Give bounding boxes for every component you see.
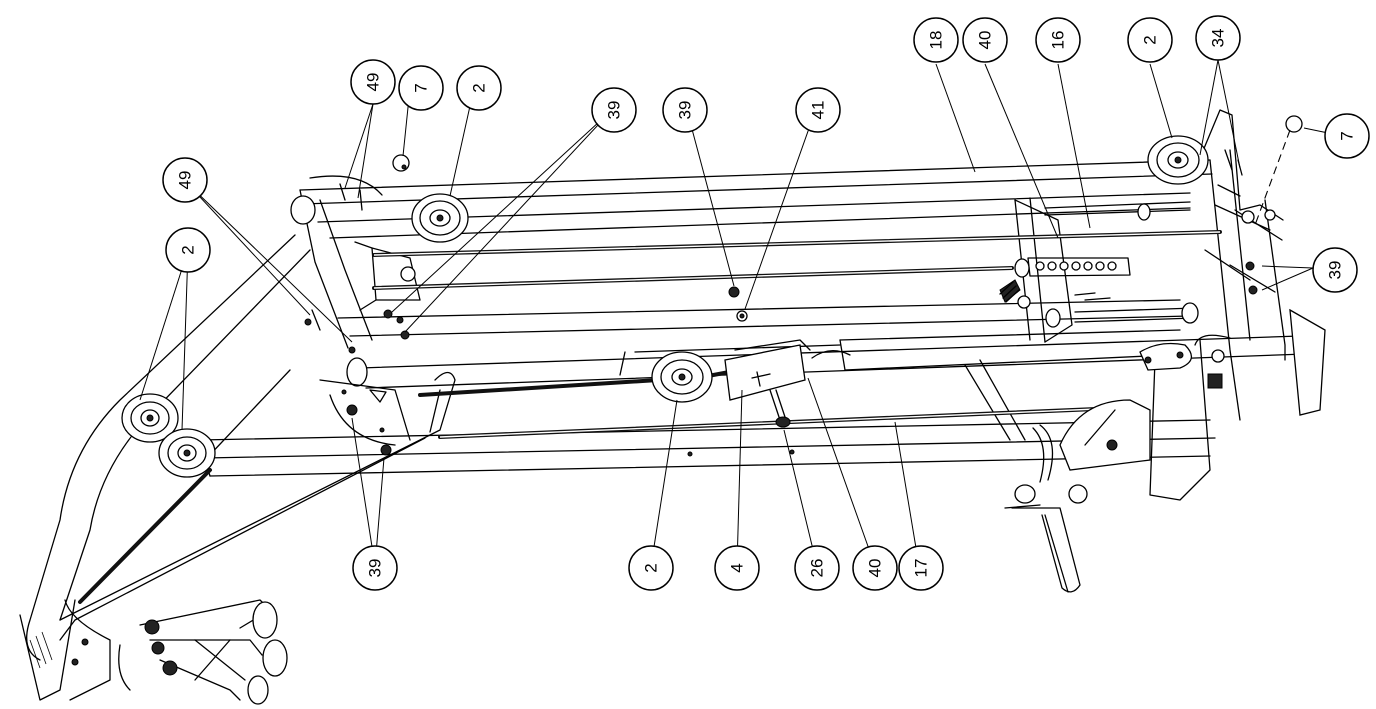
pulley-middle: [651, 351, 713, 403]
pulley-left-upper: [121, 393, 179, 443]
callout-39-top-mid: 39: [662, 87, 708, 133]
svg-text:39: 39: [676, 101, 695, 120]
svg-text:49: 49: [176, 171, 195, 190]
svg-text:40: 40: [976, 31, 995, 50]
callout-39-right: 39: [1312, 247, 1358, 293]
pulley-top-right: [1147, 135, 1209, 185]
callout-39-top-left: 39: [591, 87, 637, 133]
svg-text:7: 7: [412, 83, 431, 92]
callout-49-left: 49: [162, 157, 208, 203]
handles: [71, 424, 1088, 705]
svg-text:41: 41: [809, 101, 828, 120]
callout-2-top-right: 2: [1127, 17, 1173, 63]
svg-text:39: 39: [1326, 261, 1345, 280]
svg-text:4: 4: [728, 563, 747, 572]
svg-text:26: 26: [808, 559, 827, 578]
callout-16: 16: [1035, 17, 1081, 63]
svg-text:2: 2: [1141, 35, 1160, 44]
pulley-top-left: [411, 193, 469, 243]
svg-text:2: 2: [470, 83, 489, 92]
callout-7-right: 7: [1324, 113, 1370, 159]
weight-selector-carriage: [354, 197, 1199, 343]
svg-text:39: 39: [366, 559, 385, 578]
callout-39-bottom: 39: [352, 545, 398, 591]
boom-arm: [619, 286, 1192, 457]
callout-2-bottom: 2: [628, 545, 674, 591]
pulley-left-lower: [158, 428, 216, 478]
svg-text:34: 34: [1209, 29, 1228, 48]
svg-text:2: 2: [642, 563, 661, 572]
callout-2-top-left: 2: [456, 65, 502, 111]
assembly-dash-line: [1254, 129, 1291, 226]
svg-text:7: 7: [1338, 131, 1357, 140]
callout-18: 18: [913, 17, 959, 63]
handle-bottom-left: [71, 599, 288, 705]
svg-text:2: 2: [179, 245, 198, 254]
callout-2-left: 2: [165, 227, 211, 273]
callout-49-top: 49: [350, 59, 396, 105]
machine-frame: [19, 109, 1326, 701]
fasteners: [304, 115, 1303, 456]
pulley-housing-bottom-right: [1059, 399, 1151, 471]
svg-text:16: 16: [1049, 31, 1068, 50]
callout-4: 4: [714, 545, 760, 591]
svg-text:49: 49: [364, 73, 383, 92]
svg-text:17: 17: [912, 559, 931, 578]
handle-bottom-right: [1004, 424, 1088, 593]
svg-text:40: 40: [866, 559, 885, 578]
callout-41: 41: [795, 87, 841, 133]
svg-text:39: 39: [605, 101, 624, 120]
callout-34: 34: [1195, 15, 1241, 61]
pulleys: [121, 135, 1209, 478]
callout-leaders: [139, 59, 1334, 567]
cable-routing: [78, 230, 1222, 604]
callout-26: 26: [794, 545, 840, 591]
callout-40-bottom: 40: [852, 545, 898, 591]
callout-7-left: 7: [398, 65, 444, 111]
svg-text:18: 18: [927, 31, 946, 50]
callout-40-top: 40: [962, 17, 1008, 63]
part-callouts: 18 40 16 2 34 7 39 49 7 2 39 39 41 49 2 …: [162, 15, 1370, 591]
callout-17: 17: [898, 545, 944, 591]
